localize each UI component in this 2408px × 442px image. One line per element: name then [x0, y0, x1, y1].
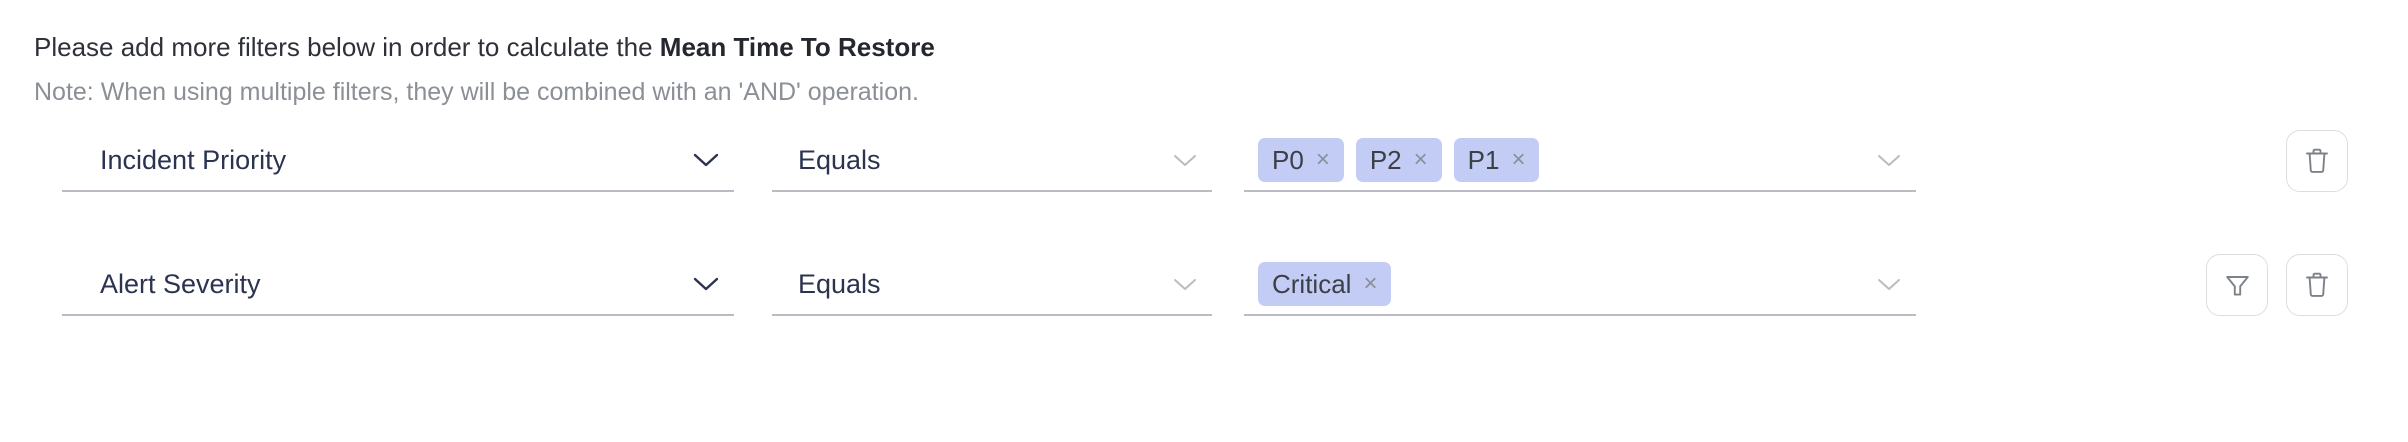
trash-icon: [2306, 272, 2328, 297]
filter-values-select[interactable]: Critical ×: [1244, 254, 1916, 316]
filter-attribute-value: Incident Priority: [100, 144, 287, 175]
filter-attribute-value: Alert Severity: [100, 268, 261, 299]
close-icon[interactable]: ×: [1511, 146, 1526, 173]
trash-icon: [2306, 148, 2328, 173]
chevron-down-icon: [1174, 279, 1196, 290]
filter-row-actions: [2206, 130, 2348, 192]
filter-row-actions: [2206, 254, 2348, 316]
instruction-note: Note: When using multiple filters, they …: [34, 78, 919, 106]
value-chip[interactable]: Critical ×: [1258, 262, 1392, 306]
chevron-down-icon: [693, 277, 719, 291]
filter-button-placeholder: [2206, 130, 2268, 192]
value-chip[interactable]: P1 ×: [1453, 138, 1540, 182]
filter-operator-value: Equals: [798, 144, 881, 175]
filter-attribute-select[interactable]: Incident Priority: [62, 130, 734, 192]
chevron-down-icon: [693, 153, 719, 167]
filter-attribute-select[interactable]: Alert Severity: [62, 254, 734, 316]
filter-operator-select[interactable]: Equals: [772, 130, 1212, 192]
close-icon[interactable]: ×: [1413, 146, 1428, 173]
filter-operator-value: Equals: [798, 268, 881, 299]
filter-rows: Incident Priority Equals P0 × P2 ×: [34, 130, 2374, 378]
delete-filter-button[interactable]: [2286, 254, 2348, 316]
metric-name: Mean Time To Restore: [659, 32, 935, 62]
delete-filter-button[interactable]: [2286, 130, 2348, 192]
close-icon[interactable]: ×: [1363, 270, 1378, 297]
filter-row: Alert Severity Equals Critical ×: [34, 254, 2374, 378]
filter-values-select[interactable]: P0 × P2 × P1 ×: [1244, 130, 1916, 192]
value-chip-label: P0: [1272, 145, 1304, 175]
add-filter-button[interactable]: [2206, 254, 2268, 316]
chevron-down-icon: [1174, 155, 1196, 166]
close-icon[interactable]: ×: [1315, 146, 1330, 173]
chevron-down-icon: [1878, 279, 1900, 290]
chevron-down-icon: [1878, 155, 1900, 166]
value-chip[interactable]: P2 ×: [1355, 138, 1442, 182]
value-chip-label: P1: [1467, 145, 1500, 175]
filter-row: Incident Priority Equals P0 × P2 ×: [34, 130, 2374, 254]
filter-operator-select[interactable]: Equals: [772, 254, 1212, 316]
instruction-text: Please add more filters below in order t…: [34, 32, 660, 62]
filter-value-chips: P0 × P2 × P1 ×: [1258, 138, 1876, 182]
value-chip-label: P2: [1369, 145, 1402, 175]
instruction-headline: Please add more filters below in order t…: [34, 30, 2374, 64]
filter-icon: [2225, 275, 2249, 296]
value-chip-label: Critical: [1272, 269, 1352, 299]
value-chip[interactable]: P0 ×: [1258, 138, 1344, 182]
filter-value-chips: Critical ×: [1258, 262, 1876, 306]
filter-builder-panel: Please add more filters below in order t…: [34, 30, 2374, 378]
